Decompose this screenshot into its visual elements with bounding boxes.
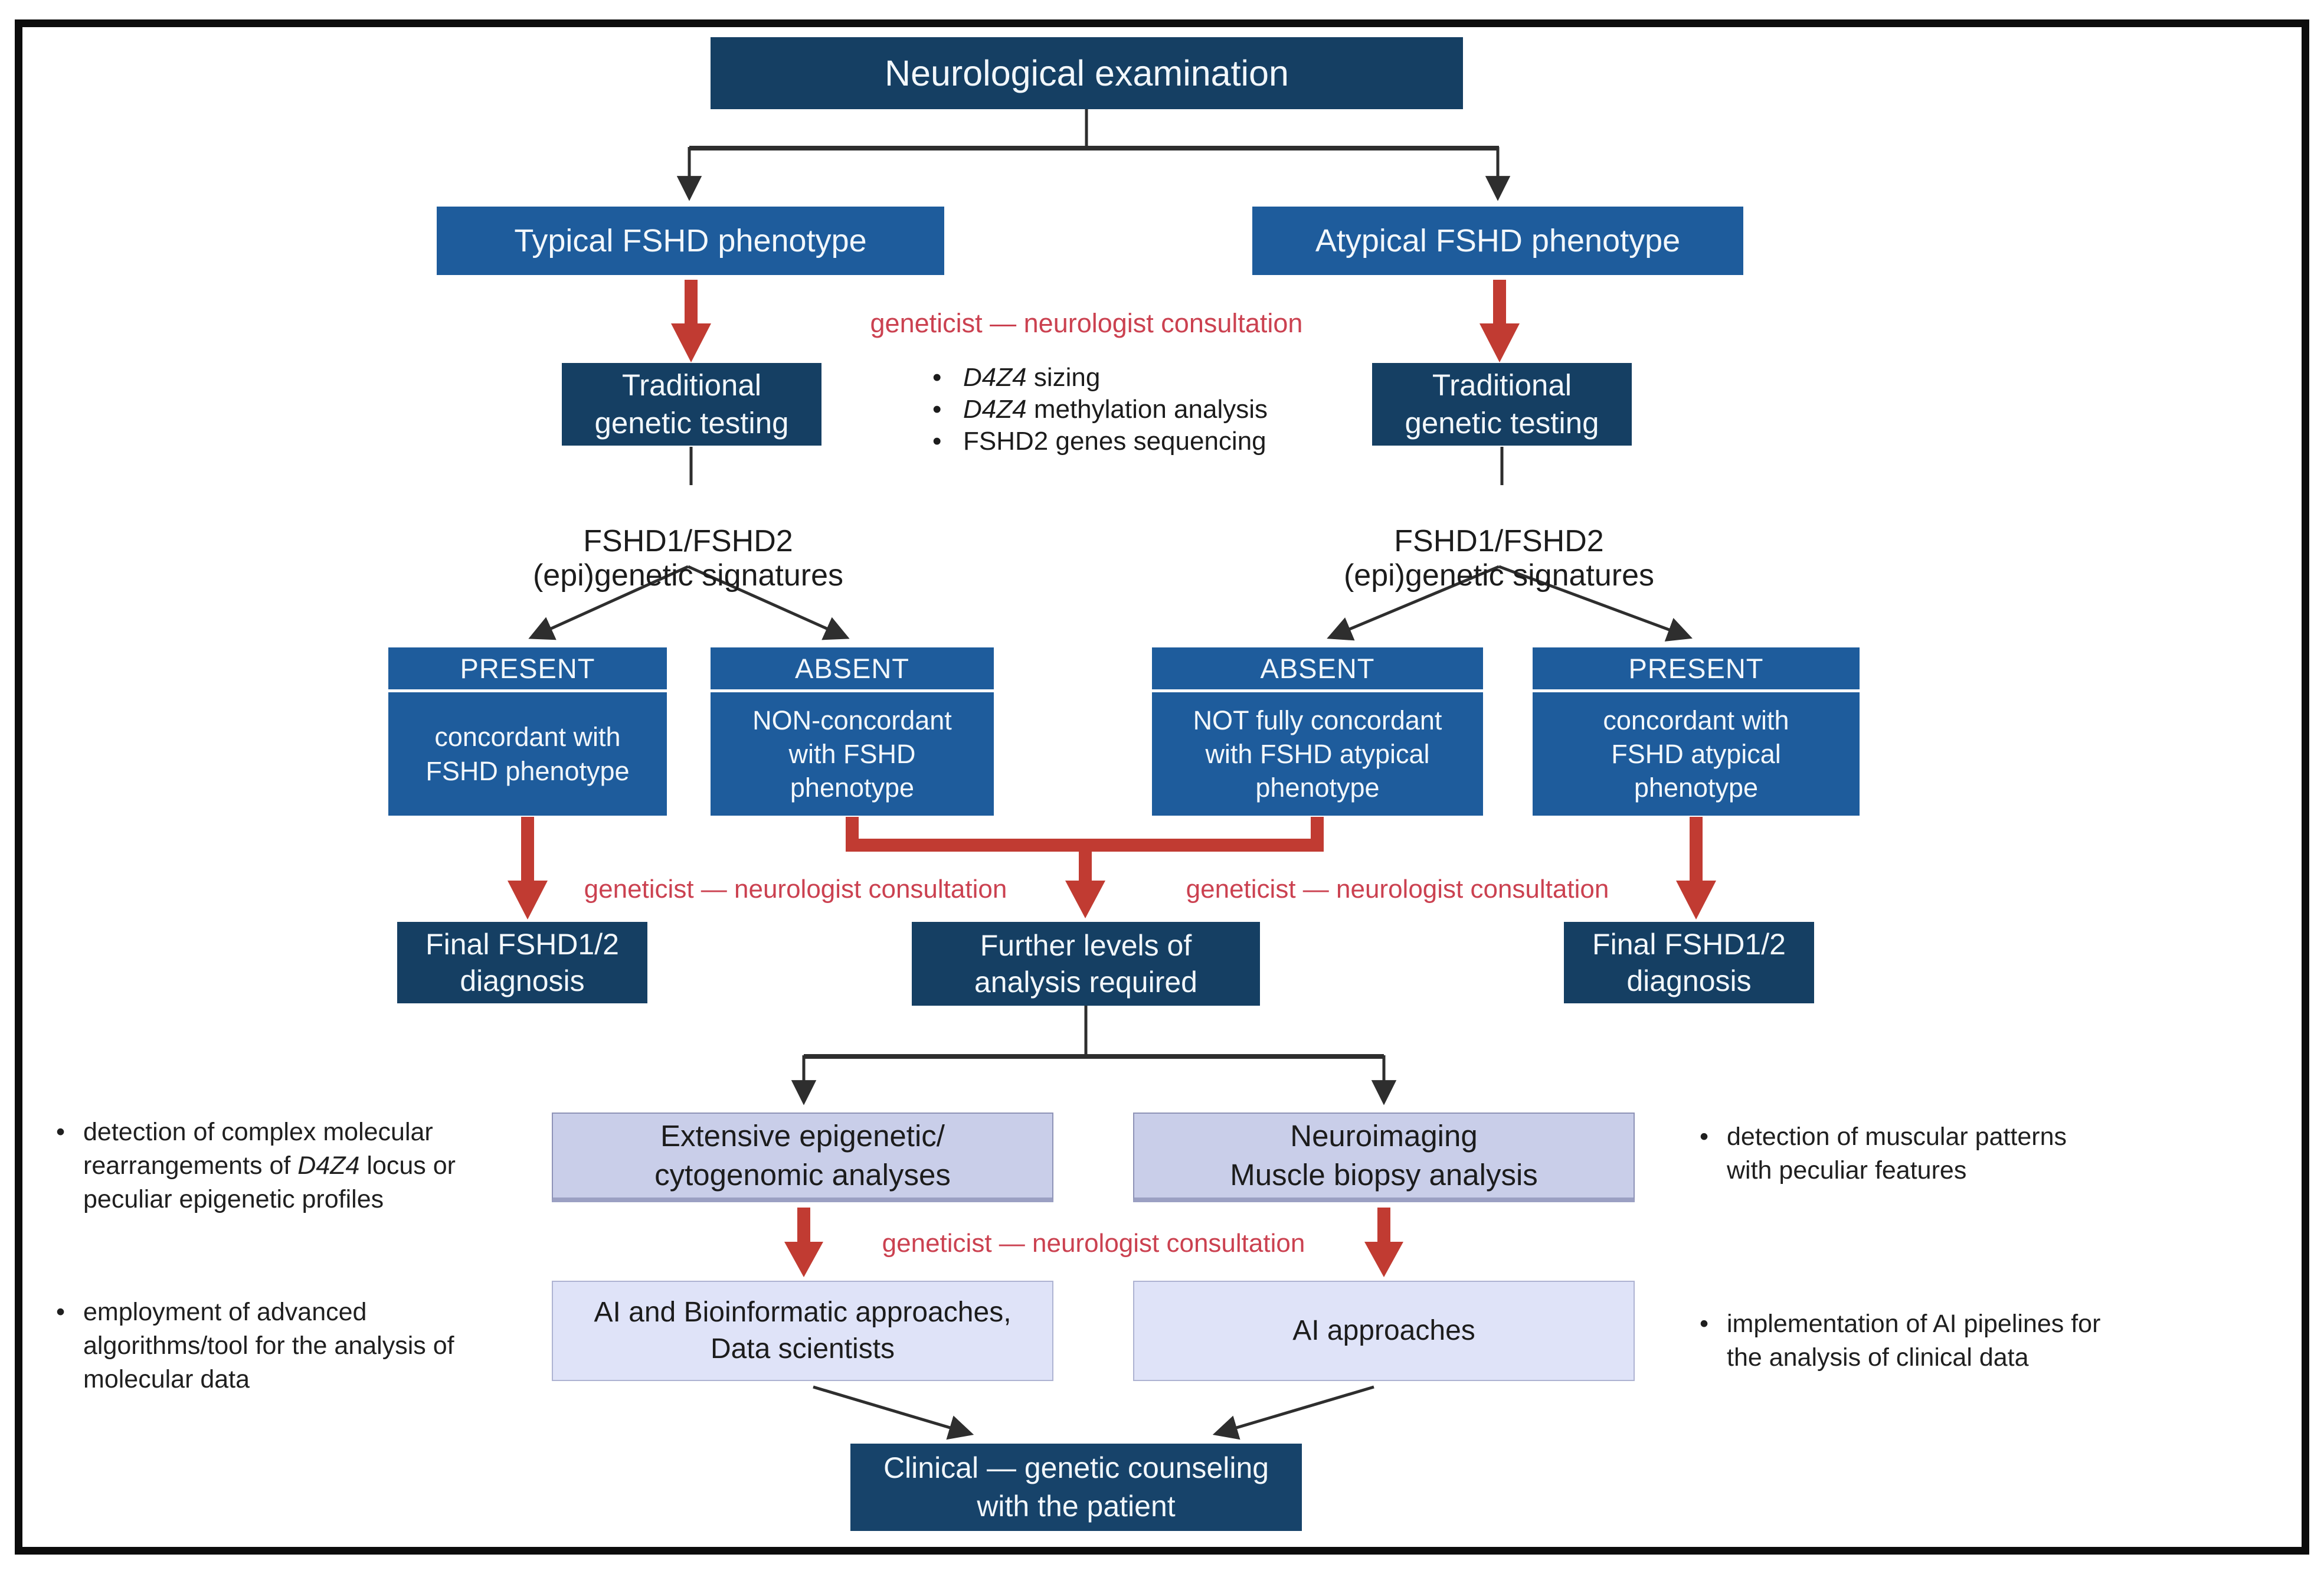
node-traditional-testing-left: Traditional genetic testing [562, 363, 821, 446]
note-text: implementation of AI pipelines for the a… [1727, 1310, 2101, 1372]
side-note-left-1: • detection of complex molecular rearran… [56, 1115, 493, 1217]
node-ai-bioinformatic: AI and Bioinformatic approaches, Data sc… [552, 1281, 1053, 1381]
divider [388, 689, 667, 692]
gene-name: D4Z4 [963, 395, 1027, 424]
decision-body: NOT fully concordant with FSHD atypical … [1193, 705, 1442, 803]
divider [1152, 689, 1483, 692]
note-text: employment of advanced algorithms/tool f… [83, 1298, 454, 1394]
signature-label-right: FSHD1/FSHD2 (epi)genetic signatures [1263, 490, 1735, 593]
consultation-text: geneticist — neurologist consultation [870, 308, 1303, 338]
bullet-icon: • [56, 1298, 66, 1326]
decision-body: concordant with FSHD atypical phenotype [1603, 705, 1789, 803]
node-label: Typical FSHD phenotype [514, 223, 867, 259]
side-note-right-1: • detection of muscular patterns with pe… [1700, 1120, 2113, 1187]
note-text: locus or peculiar epigenetic profiles [83, 1151, 456, 1214]
node-final-diagnosis-right: Final FSHD1/2 diagnosis [1564, 922, 1814, 1003]
node-traditional-testing-right: Traditional genetic testing [1372, 363, 1632, 446]
consultation-label-top: geneticist — neurologist consultation [850, 308, 1323, 339]
node-label: Atypical FSHD phenotype [1315, 223, 1681, 259]
note-text: detection of complex molecular rearrange… [83, 1118, 433, 1180]
status-header: ABSENT [1260, 653, 1375, 684]
node-label: Extensive epigenetic/ cytogenomic analys… [654, 1118, 951, 1192]
node-label: Further levels of analysis required [974, 928, 1197, 999]
note-text: detection of muscular patterns with pecu… [1727, 1123, 2067, 1185]
node-absent-atypical: ABSENT NOT fully concordant with FSHD at… [1152, 647, 1483, 816]
divider [711, 689, 994, 692]
node-label: Final FSHD1/2 diagnosis [1592, 927, 1786, 998]
node-label: Neuroimaging Muscle biopsy analysis [1230, 1118, 1538, 1192]
node-neuroimaging-biopsy: Neuroimaging Muscle biopsy analysis [1133, 1113, 1635, 1202]
decision-body: concordant with FSHD phenotype [425, 722, 630, 786]
status-header: PRESENT [1628, 653, 1764, 684]
list-item: • D4Z4 methylation analysis [932, 397, 1268, 428]
signature-text: FSHD1/FSHD2 (epi)genetic signatures [532, 524, 844, 593]
bullet-icon: • [1700, 1123, 1709, 1151]
consultation-text: geneticist — neurologist consultation [1186, 875, 1609, 904]
list-item: • D4Z4 sizing [932, 365, 1268, 397]
bullet-text: FSHD2 genes sequencing [963, 427, 1266, 456]
consultation-text: geneticist — neurologist consultation [584, 875, 1007, 904]
node-typical-phenotype: Typical FSHD phenotype [437, 207, 944, 275]
node-label: AI and Bioinformatic approaches, Data sc… [594, 1296, 1012, 1365]
node-present-atypical: PRESENT concordant with FSHD atypical ph… [1533, 647, 1860, 816]
node-label: Traditional genetic testing [594, 368, 789, 440]
status-header: PRESENT [460, 653, 595, 684]
node-clinical-genetic-counseling: Clinical — genetic counseling with the p… [850, 1444, 1302, 1531]
node-present-typical: PRESENT concordant with FSHD phenotype [388, 647, 667, 816]
consultation-label-bottom: geneticist — neurologist consultation [857, 1229, 1330, 1258]
node-atypical-phenotype: Atypical FSHD phenotype [1252, 207, 1743, 275]
signature-text: FSHD1/FSHD2 (epi)genetic signatures [1343, 524, 1655, 593]
bullet-icon: • [1700, 1310, 1709, 1338]
consultation-label-right: geneticist — neurologist consultation [1161, 875, 1634, 904]
bullet-text: sizing [1026, 363, 1101, 392]
signature-label-left: FSHD1/FSHD2 (epi)genetic signatures [452, 490, 924, 593]
list-item: • FSHD2 genes sequencing [932, 428, 1268, 460]
status-header: ABSENT [794, 653, 910, 684]
bullet-icon: • [56, 1118, 66, 1146]
side-note-left-2: • employment of advanced algorithms/tool… [56, 1295, 505, 1397]
node-absent-typical: ABSENT NON-concordant with FSHD phenotyp… [711, 647, 994, 816]
node-ai-approaches: AI approaches [1133, 1281, 1635, 1381]
node-label: Traditional genetic testing [1405, 368, 1599, 440]
divider [1533, 689, 1860, 692]
node-final-diagnosis-left: Final FSHD1/2 diagnosis [397, 922, 647, 1003]
bullet-icon: • [932, 427, 942, 456]
side-note-right-2: • implementation of AI pipelines for the… [1700, 1307, 2148, 1375]
decision-body: NON-concordant with FSHD phenotype [752, 705, 952, 803]
bullet-text: methylation analysis [1026, 395, 1268, 424]
bullet-icon: • [932, 363, 942, 392]
node-label: AI approaches [1292, 1314, 1475, 1346]
node-neurological-examination: Neurological examination [711, 37, 1463, 109]
consultation-text: geneticist — neurologist consultation [882, 1229, 1305, 1258]
node-label: Clinical — genetic counseling with the p… [883, 1451, 1269, 1523]
node-label: Neurological examination [885, 53, 1289, 93]
node-extensive-analyses: Extensive epigenetic/ cytogenomic analys… [552, 1113, 1053, 1202]
bullet-icon: • [932, 395, 942, 424]
node-further-analysis: Further levels of analysis required [912, 922, 1260, 1006]
testing-bullet-list: • D4Z4 sizing • D4Z4 methylation analysi… [932, 365, 1268, 460]
consultation-label-left: geneticist — neurologist consultation [559, 875, 1032, 904]
node-label: Final FSHD1/2 diagnosis [425, 927, 619, 998]
gene-name: D4Z4 [963, 363, 1027, 392]
gene-name: D4Z4 [297, 1151, 360, 1180]
